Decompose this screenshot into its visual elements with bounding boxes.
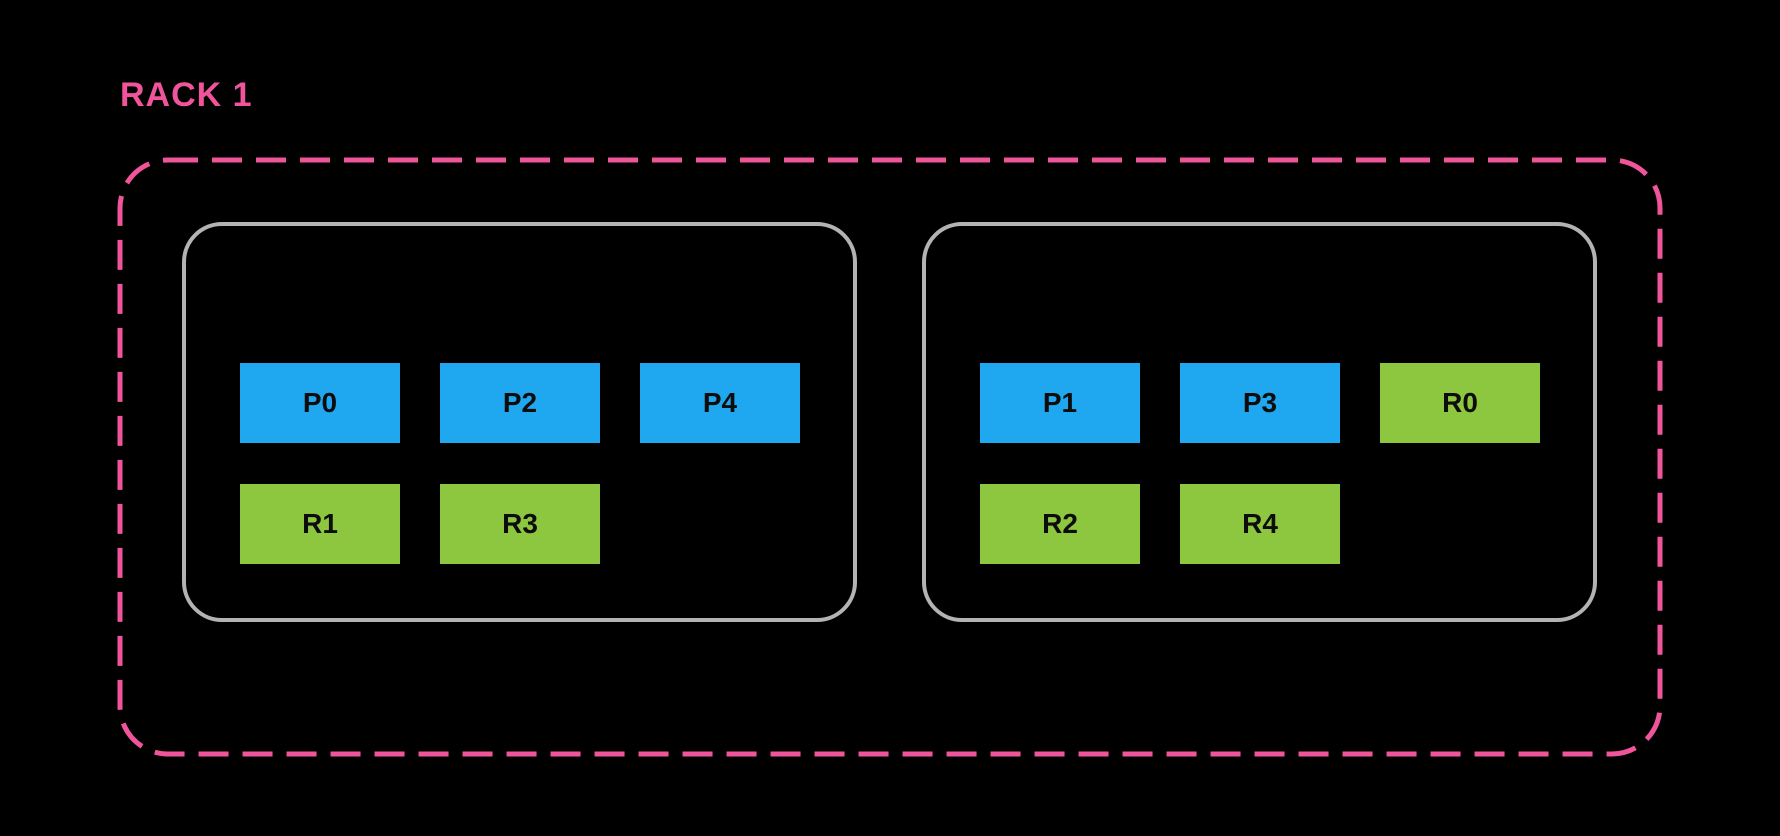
shard-block-p1: P1 — [980, 363, 1140, 443]
shard-label: R2 — [1042, 508, 1078, 539]
shard-block-p4: P4 — [640, 363, 800, 443]
shard-block-r1: R1 — [240, 484, 400, 564]
shard-label: P4 — [702, 387, 738, 418]
shard-label: R0 — [1442, 387, 1478, 418]
host-panel-right: P1 P3 R0 R2 R4 — [922, 222, 1597, 622]
shard-block-r3: R3 — [440, 484, 600, 564]
shard-label: P0 — [302, 387, 338, 418]
shard-block-r2: R2 — [980, 484, 1140, 564]
shard-label: P1 — [1042, 387, 1078, 418]
shard-label: P3 — [1242, 387, 1278, 418]
shard-label: R4 — [1242, 508, 1278, 539]
rack-title: RACK 1 — [120, 76, 253, 114]
rack-dashed-outline — [117, 157, 1663, 757]
shard-block-r0: R0 — [1380, 363, 1540, 443]
shard-block-p0: P0 — [240, 363, 400, 443]
shard-label: R1 — [302, 508, 338, 539]
shard-block-r4: R4 — [1180, 484, 1340, 564]
shard-label: P2 — [502, 387, 538, 418]
shard-label: R3 — [502, 508, 538, 539]
shard-block-p3: P3 — [1180, 363, 1340, 443]
host-panel-left: P0 P2 P4 R1 R3 — [182, 222, 857, 622]
shard-block-p2: P2 — [440, 363, 600, 443]
